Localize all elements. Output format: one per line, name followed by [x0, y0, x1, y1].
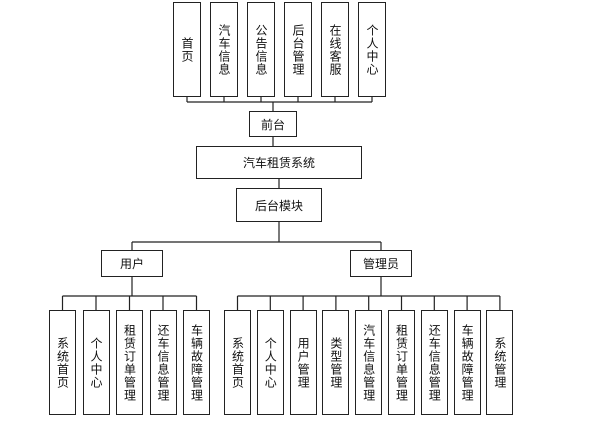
module-label: 系统管理: [492, 336, 507, 389]
front-module-box: 首页: [173, 2, 201, 97]
admin-module-box: 个人中心: [256, 310, 284, 415]
module-label: 个人中心: [263, 336, 278, 389]
module-label: 在线客服: [328, 23, 342, 76]
module-label: 个人中心: [365, 23, 379, 76]
admin-module-box: 租赁订单管理: [388, 310, 415, 415]
front-label: 前台: [260, 117, 285, 132]
front-module-box: 在线客服: [321, 2, 349, 97]
admin-module-box: 系统管理: [486, 310, 514, 415]
admin-module-box: 还车信息管理: [420, 310, 448, 415]
module-label: 用户管理: [296, 336, 311, 389]
user-module-box: 车辆故障管理: [183, 310, 210, 415]
backend-node: 后台模块: [236, 188, 322, 222]
module-label: 首页: [180, 36, 194, 63]
front-node: 前台: [249, 111, 297, 137]
front-module-box: 后台管理: [284, 2, 312, 97]
front-module-box: 汽车信息: [210, 2, 238, 97]
admin-module-box: 类型管理: [322, 310, 350, 415]
system-node: 汽车租赁系统: [196, 146, 362, 179]
module-label: 系统首页: [230, 336, 245, 389]
module-label: 租赁订单管理: [122, 323, 137, 402]
admin-module-box: 用户管理: [289, 310, 317, 415]
user-label: 用户: [119, 257, 144, 271]
admin-label: 管理员: [362, 257, 399, 271]
module-label: 车辆故障管理: [189, 323, 204, 402]
front-module-box: 公告信息: [247, 2, 275, 97]
system-label: 汽车租赁系统: [242, 156, 315, 170]
module-label: 类型管理: [328, 336, 343, 389]
module-label: 还车信息管理: [156, 323, 170, 402]
module-label: 汽车信息: [217, 23, 231, 76]
module-label: 还车信息管理: [427, 323, 442, 402]
user-module-box: 租赁订单管理: [116, 310, 143, 415]
module-label: 租赁订单管理: [394, 323, 409, 402]
admin-module-box: 汽车信息管理: [355, 310, 383, 415]
module-label: 个人中心: [89, 336, 103, 389]
admin-module-box: 系统首页: [224, 310, 251, 415]
backend-label: 后台模块: [254, 198, 303, 213]
module-label: 后台管理: [291, 23, 305, 76]
module-label: 车辆故障管理: [460, 323, 475, 402]
user-module-box: 系统首页: [49, 310, 76, 415]
module-label: 公告信息: [254, 23, 268, 76]
user-module-box: 还车信息管理: [149, 310, 177, 415]
user-module-box: 个人中心: [82, 310, 110, 415]
front-module-box: 个人中心: [358, 2, 386, 97]
user-node: 用户: [101, 250, 163, 277]
module-label: 系统首页: [55, 336, 70, 389]
admin-node: 管理员: [350, 250, 412, 277]
module-label: 汽车信息管理: [361, 323, 376, 402]
admin-module-box: 车辆故障管理: [453, 310, 481, 415]
